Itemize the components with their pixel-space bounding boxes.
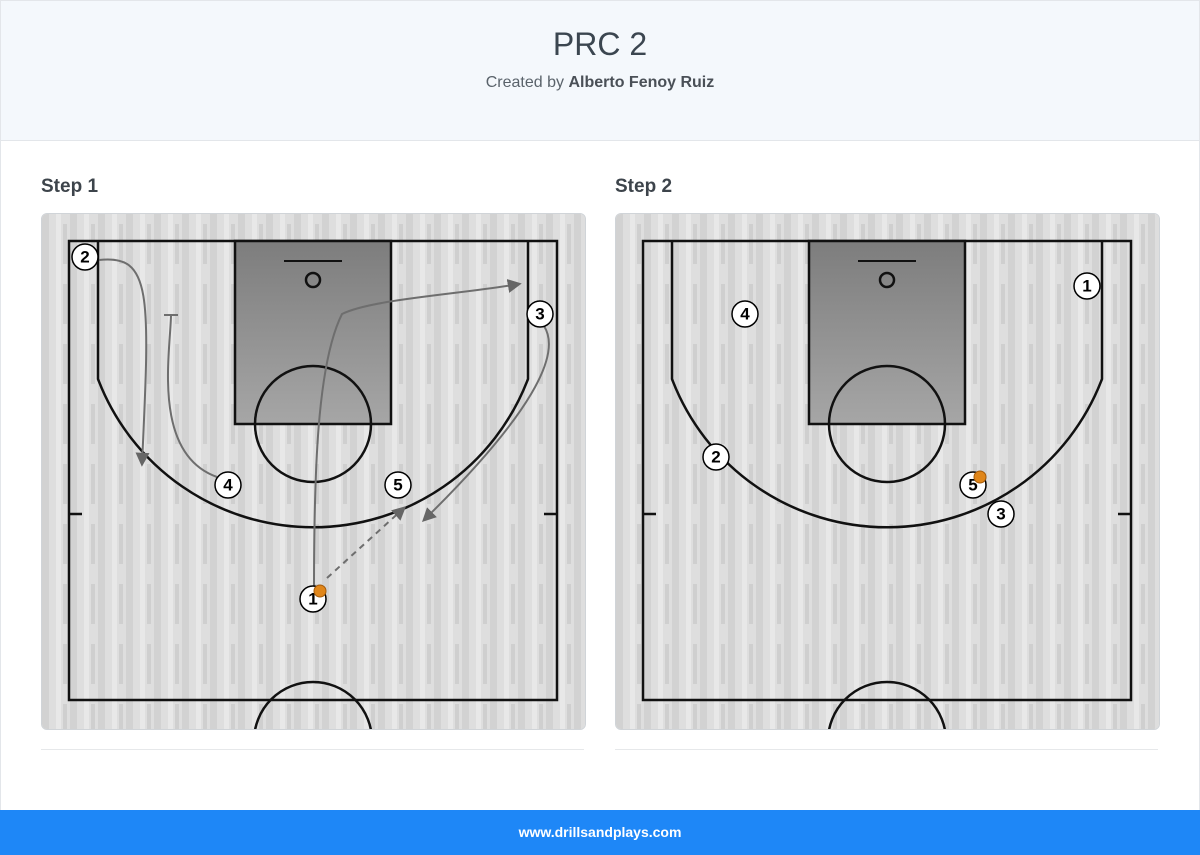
player-1[interactable]: 1 <box>1073 272 1101 300</box>
ball-icon <box>313 584 327 598</box>
step-2-diagram: 1 4 2 5 3 <box>616 214 1159 729</box>
step-2-label: Step 2 <box>615 176 673 197</box>
header: PRC 2 Created by Alberto Fenoy Ruiz <box>1 1 1199 141</box>
svg-text:5: 5 <box>393 476 402 495</box>
ball-icon <box>973 470 987 484</box>
svg-text:2: 2 <box>80 248 89 267</box>
step-1-label: Step 1 <box>41 176 99 197</box>
svg-text:3: 3 <box>535 305 544 324</box>
svg-text:2: 2 <box>711 448 720 467</box>
step-2-divider <box>615 749 1158 750</box>
rim <box>304 271 322 289</box>
created-by-label: Created by <box>485 74 565 91</box>
step-1-court: 2 3 4 5 1 <box>41 213 586 730</box>
svg-text:4: 4 <box>223 476 233 495</box>
player-5[interactable]: 5 <box>384 471 412 499</box>
author-name: Alberto Fenoy Ruiz <box>568 74 715 91</box>
page-title: PRC 2 <box>552 26 648 62</box>
screen-path-4 <box>167 315 218 478</box>
cut-path-2 <box>98 258 150 467</box>
court-lines <box>67 239 559 729</box>
byline: Created by Alberto Fenoy Ruiz <box>1 74 1199 92</box>
player-4[interactable]: 4 <box>214 471 242 499</box>
cut-path-1 <box>313 279 522 592</box>
player-2[interactable]: 2 <box>702 443 730 471</box>
player-3[interactable]: 3 <box>526 300 554 328</box>
player-3[interactable]: 3 <box>987 500 1015 528</box>
step-1-movements <box>98 258 550 592</box>
svg-text:4: 4 <box>740 305 750 324</box>
svg-text:3: 3 <box>996 505 1005 524</box>
rim <box>878 271 896 289</box>
footer: www.drillsandplays.com <box>0 810 1200 855</box>
court-lines <box>641 239 1133 729</box>
svg-text:1: 1 <box>1082 277 1091 296</box>
svg-text:5: 5 <box>968 476 977 495</box>
footer-link[interactable]: www.drillsandplays.com <box>518 824 682 840</box>
svg-text:1: 1 <box>308 590 317 609</box>
step-1-diagram: 2 3 4 5 1 <box>42 214 585 729</box>
cut-path-3 <box>422 325 550 522</box>
step-2-court: 1 4 2 5 3 <box>615 213 1160 730</box>
player-4[interactable]: 4 <box>731 300 759 328</box>
step-1-divider <box>41 749 584 750</box>
player-2[interactable]: 2 <box>71 243 99 271</box>
